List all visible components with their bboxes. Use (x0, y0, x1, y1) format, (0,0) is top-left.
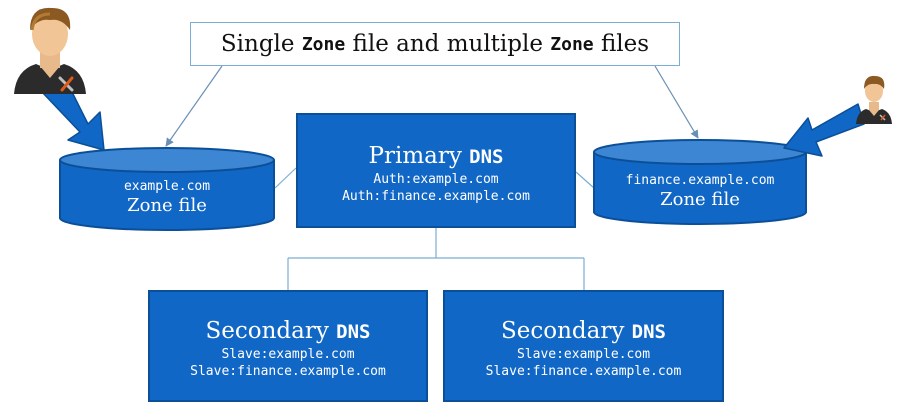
caption-text-1: Single (220, 31, 302, 57)
secondary-left-slave-line-1: Slave:example.com (221, 347, 355, 362)
primary-title-dns: DNS (469, 146, 504, 168)
admin-user-left-icon (14, 7, 86, 94)
upload-arrow-right (783, 103, 865, 157)
secondary-dns-right-box: Secondary DNS Slave:example.com Slave:fi… (443, 290, 724, 402)
caption-box: Single Zone file and multiple Zone files (190, 22, 680, 66)
secondary-left-slave-line-2: Slave:finance.example.com (190, 364, 386, 379)
zone-file-left-label: example.com Zone file (60, 178, 274, 217)
connector-zone-left (274, 167, 297, 189)
secondary-dns-left-box: Secondary DNS Slave:example.com Slave:fi… (148, 290, 428, 402)
primary-auth-line-1: Auth:example.com (373, 172, 499, 187)
primary-auth-line-2: Auth:finance.example.com (342, 189, 530, 204)
zone-right-label: Zone file (660, 189, 740, 210)
secondary-right-title-dns: DNS (631, 321, 666, 343)
caption-text-2: file and multiple (345, 31, 551, 57)
secondary-left-title-word: Secondary (205, 318, 329, 344)
secondary-right-slave-line-1: Slave:example.com (516, 347, 651, 362)
connector-zone-right (575, 171, 595, 189)
caption-arrow-right (654, 65, 699, 139)
secondary-right-title-word: Secondary (501, 318, 625, 344)
secondary-right-title: Secondary DNS (445, 317, 722, 346)
secondary-left-title: Secondary DNS (150, 317, 426, 346)
caption-zone-1: Zone (301, 33, 346, 55)
caption-arrow-left (165, 65, 223, 147)
primary-dns-title: Primary DNS (298, 142, 574, 171)
zone-file-right-label: finance.example.com Zone file (594, 172, 806, 211)
primary-dns-box: Primary DNS Auth:example.com Auth:financ… (296, 113, 576, 228)
caption-text-3: files (593, 31, 650, 57)
caption-zone-2: Zone (550, 33, 594, 55)
primary-title-word: Primary (368, 143, 462, 169)
admin-user-right-icon (856, 75, 892, 124)
zone-file-right-cylinder (593, 139, 807, 225)
connector-tree (287, 228, 585, 290)
zone-right-domain: finance.example.com (625, 173, 775, 188)
zone-file-left-cylinder (59, 147, 275, 231)
secondary-right-slave-line-2: Slave:finance.example.com (485, 364, 682, 379)
zone-left-label: Zone file (127, 195, 207, 216)
zone-left-domain: example.com (123, 179, 211, 194)
secondary-left-title-dns: DNS (336, 321, 371, 343)
